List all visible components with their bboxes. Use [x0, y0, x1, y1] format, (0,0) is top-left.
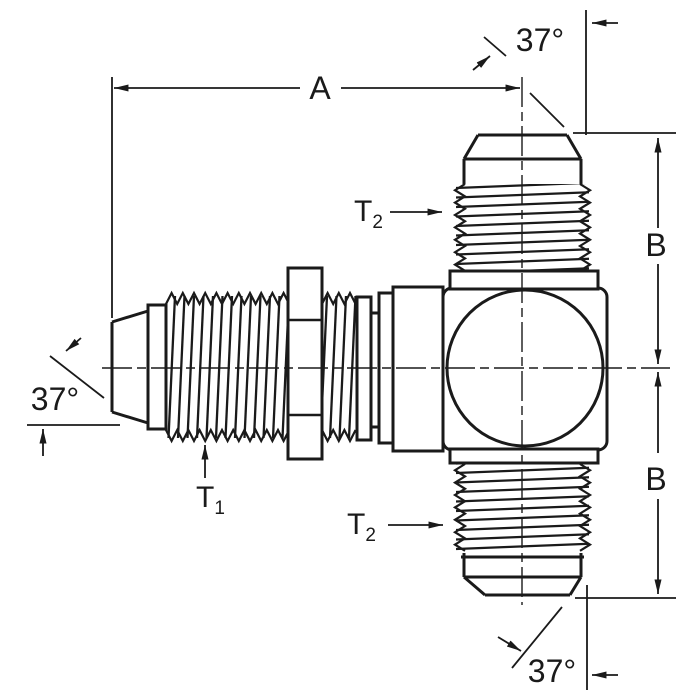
t1-threads-inner: [321, 290, 357, 444]
t1-thread-hatch: [167, 296, 288, 438]
angle-left-leader-arrow: [65, 337, 82, 352]
bottom-shoulder: [448, 447, 600, 465]
body-flange: [391, 285, 445, 453]
angle-top-reference-line: [529, 92, 565, 128]
tee-body: [441, 269, 609, 465]
left-port-nose: [110, 303, 168, 431]
bottom-thread-crests-right: [577, 463, 593, 552]
top-thread-crests-right: [577, 183, 593, 272]
bottom-thread-crests-left: [452, 463, 468, 552]
angle-top-leader-arrow: [472, 55, 491, 71]
angle-left-label: 37°: [31, 381, 79, 417]
angle-bottom-leader-arrow: [497, 636, 522, 652]
locknut-body: [286, 266, 324, 461]
angle-callout-top: 37°: [472, 10, 618, 135]
t1-callout: T1: [196, 445, 225, 519]
t1-threads: [165, 290, 291, 444]
angle-bottom-reference-line: [511, 606, 563, 669]
inner-thread-crests-bottom: [321, 427, 357, 444]
dimension-a: A: [111, 70, 520, 318]
top-shoulder: [448, 269, 600, 291]
inner-thread-crests-top: [321, 290, 357, 307]
locknut: [286, 266, 324, 461]
t2-callout-lower: T2: [347, 508, 443, 546]
t1-label: T1: [196, 481, 225, 519]
t2-lower-label: T2: [347, 508, 376, 546]
t2-upper-label: T2: [354, 195, 383, 233]
dimension-b-lower: B: [575, 372, 676, 599]
dim-b-lower-label: B: [645, 461, 666, 497]
angle-left-reference-line: [49, 355, 105, 399]
angle-callout-left: 37°: [27, 337, 120, 456]
inner-thread-hatch: [322, 296, 357, 438]
nose-collar: [146, 303, 168, 431]
locknut-facet-lines: [288, 318, 322, 417]
t1-thread-crests-top: [165, 290, 291, 307]
dim-a-label: A: [309, 70, 331, 106]
nose-chamfers: [111, 309, 149, 425]
t2-callout-upper: T2: [354, 195, 442, 233]
centerlines: [102, 77, 670, 605]
dim-b-upper-label: B: [645, 227, 666, 263]
angle-callout-bottom: 37°: [497, 585, 618, 690]
dimension-b-upper: B: [573, 132, 676, 364]
angle-top-tick: [483, 36, 507, 57]
angle-bottom-label: 37°: [528, 653, 576, 689]
washer-stack: [355, 285, 445, 453]
angle-top-label: 37°: [516, 22, 564, 58]
t1-thread-crests-bottom: [165, 427, 291, 444]
top-thread-crests-left: [452, 183, 468, 272]
